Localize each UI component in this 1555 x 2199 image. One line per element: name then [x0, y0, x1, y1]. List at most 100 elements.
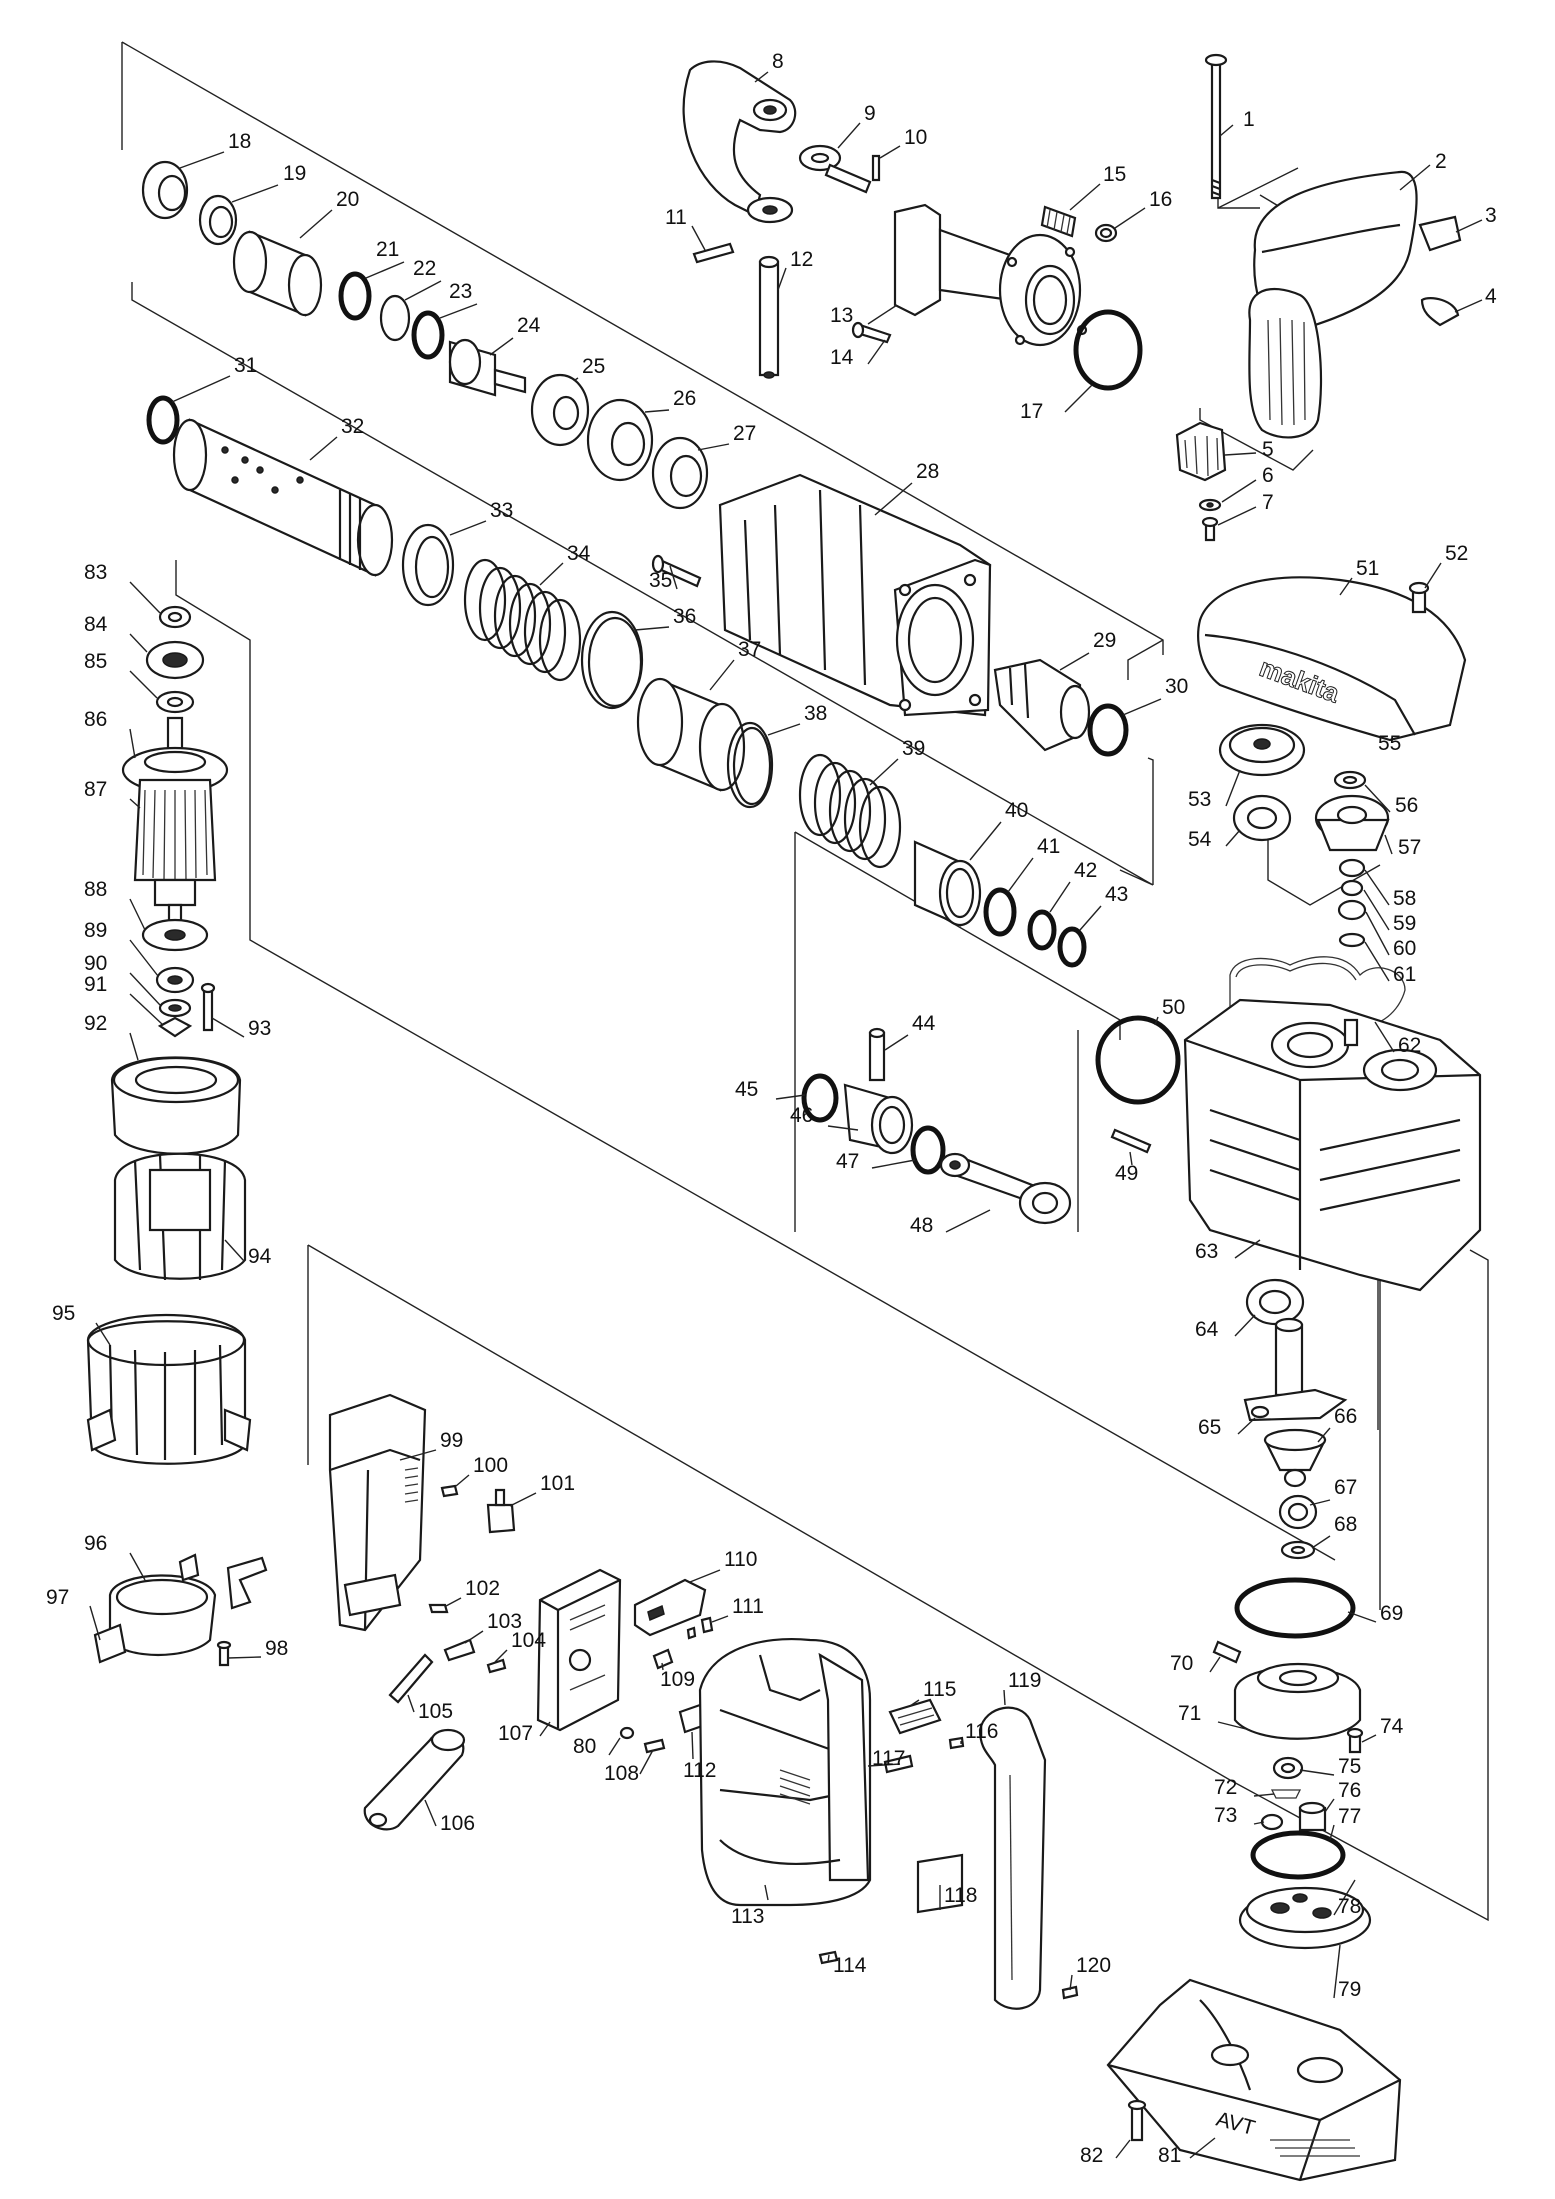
part-number-81: 81 [1158, 2144, 1181, 2167]
crank-shaft-65 [1243, 1317, 1348, 1422]
knob-5 [1175, 421, 1227, 482]
ring-22 [379, 294, 411, 342]
part-number-110: 110 [724, 1548, 757, 1571]
long-bolt [1210, 56, 1222, 200]
o-ring-50 [1095, 1015, 1181, 1105]
pin-49 [1110, 1128, 1152, 1154]
part-number-65: 65 [1198, 1416, 1221, 1439]
part-number-68: 68 [1334, 1513, 1357, 1536]
part-number-105: 105 [418, 1700, 453, 1723]
part-number-7: 7 [1262, 491, 1274, 514]
part-number-21: 21 [376, 238, 399, 261]
screw-116 [948, 1736, 965, 1750]
part-number-33: 33 [490, 499, 513, 522]
bearing-58 [1338, 858, 1366, 878]
part-number-12: 12 [790, 248, 813, 271]
cap-3 [1418, 215, 1462, 252]
part-number-63: 63 [1195, 1240, 1218, 1263]
plate-115 [888, 1698, 942, 1735]
part-number-100: 100 [473, 1454, 508, 1477]
part-number-117: 117 [872, 1747, 905, 1770]
part-number-91: 91 [84, 973, 107, 996]
crank-housing-63 [1183, 998, 1482, 1292]
part-number-79: 79 [1338, 1978, 1361, 2001]
handle-assembly [1175, 53, 1462, 542]
part-number-64: 64 [1195, 1318, 1219, 1341]
barrel-housing-28 [718, 473, 992, 717]
part-number-104: 104 [511, 1629, 546, 1652]
part-number-51: 51 [1356, 557, 1379, 580]
pin-11 [692, 242, 735, 264]
part-number-96: 96 [84, 1532, 107, 1555]
part-number-47: 47 [836, 1150, 859, 1173]
part-number-62: 62 [1398, 1034, 1421, 1057]
part-number-116: 116 [965, 1720, 998, 1743]
part-number-56: 56 [1395, 794, 1418, 817]
part-number-99: 99 [440, 1429, 463, 1452]
o-ring-30 [1087, 703, 1129, 757]
armature-group [121, 605, 229, 1038]
part-number-84: 84 [84, 613, 108, 636]
part-number-102: 102 [465, 1577, 500, 1600]
part-number-39: 39 [902, 737, 925, 760]
o-ring-69 [1234, 1577, 1356, 1639]
part-number-16: 16 [1149, 188, 1172, 211]
part-number-73: 73 [1214, 1804, 1237, 1827]
part-number-15: 15 [1103, 163, 1126, 186]
part-number-52: 52 [1445, 542, 1468, 565]
part-number-94: 94 [248, 1245, 272, 1268]
part-number-69: 69 [1380, 1602, 1403, 1625]
part-number-67: 67 [1334, 1476, 1357, 1499]
part-number-57: 57 [1398, 836, 1421, 859]
part-number-8: 8 [772, 50, 784, 73]
part-number-83: 83 [84, 561, 107, 584]
cap-4 [1420, 297, 1460, 327]
part-number-50: 50 [1162, 996, 1185, 1019]
screw-93 [202, 986, 214, 1032]
insulation-ring-92 [110, 1056, 242, 1155]
part-number-111: 111 [732, 1595, 764, 1618]
cylinder-32 [188, 418, 377, 577]
part-number-70: 70 [1170, 1652, 1193, 1675]
part-number-112: 112 [683, 1759, 716, 1782]
part-number-89: 89 [84, 919, 107, 942]
part-number-115: 115 [923, 1678, 956, 1701]
field-94 [113, 1152, 247, 1281]
part-number-77: 77 [1338, 1805, 1361, 1828]
part-number-82: 82 [1080, 2144, 1103, 2167]
part-number-66: 66 [1334, 1405, 1357, 1428]
part-number-95: 95 [52, 1302, 75, 1325]
cylinder-row [146, 395, 1087, 968]
ring-73 [1260, 1813, 1284, 1831]
part-number-53: 53 [1188, 788, 1211, 811]
part-number-87: 87 [84, 778, 107, 801]
flange-13 [893, 203, 942, 317]
part-number-42: 42 [1074, 859, 1097, 882]
washer-80 [619, 1726, 635, 1740]
part-number-6: 6 [1262, 464, 1274, 487]
part-number-30: 30 [1165, 675, 1188, 698]
wire-105 [388, 1653, 434, 1704]
part-number-36: 36 [673, 605, 696, 628]
part-number-78: 78 [1338, 1895, 1361, 1918]
screw-108 [643, 1738, 666, 1754]
pin-44 [868, 1031, 886, 1082]
part-number-18: 18 [228, 130, 251, 153]
part-number-76: 76 [1338, 1779, 1361, 1802]
cap-16 [1094, 223, 1118, 243]
part-number-14: 14 [830, 346, 854, 369]
part-number-labels: 1234567891011121314151617181920212223242… [46, 50, 1497, 2167]
cap-83 [158, 605, 192, 629]
part-number-113: 113 [731, 1905, 764, 1928]
ring-38 [726, 721, 774, 809]
part-number-48: 48 [910, 1214, 933, 1237]
piston-rod-group [801, 1015, 1181, 1225]
part-number-93: 93 [248, 1017, 271, 1040]
front-parts-row [141, 160, 709, 510]
part-number-13: 13 [830, 304, 853, 327]
part-number-34: 34 [567, 542, 591, 565]
o-ring-45 [801, 1073, 839, 1123]
part-number-86: 86 [84, 708, 107, 731]
lever-crank-group [682, 60, 1143, 391]
